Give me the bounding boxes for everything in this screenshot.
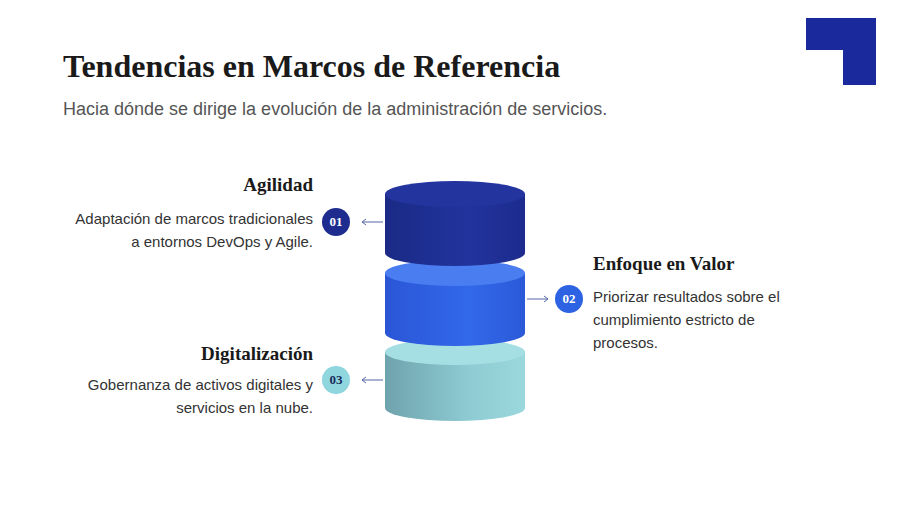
number-text: 03 (330, 372, 343, 388)
item-heading: Digitalización (201, 343, 313, 365)
cylinder-top (385, 181, 525, 207)
callout-number: 02 (555, 285, 583, 313)
slide-subtitle: Hacia dónde se dirige la evolución de la… (63, 99, 607, 120)
item-heading: Enfoque en Valor (593, 253, 734, 275)
slide-title: Tendencias en Marcos de Referencia (63, 48, 560, 85)
number-text: 01 (330, 214, 343, 230)
item-description: Priorizar resultados sobre el cumplimien… (593, 285, 813, 354)
callout-number: 01 (322, 208, 350, 236)
item-heading: Agilidad (243, 174, 313, 196)
number-text: 02 (563, 291, 576, 307)
corner-mark (806, 18, 876, 85)
leader-lines (362, 219, 548, 383)
callout-number: 03 (322, 366, 350, 394)
item-description: Gobernanza de activos digitales y servic… (63, 373, 313, 419)
item-description: Adaptación de marcos tradicionales a ent… (63, 207, 313, 253)
